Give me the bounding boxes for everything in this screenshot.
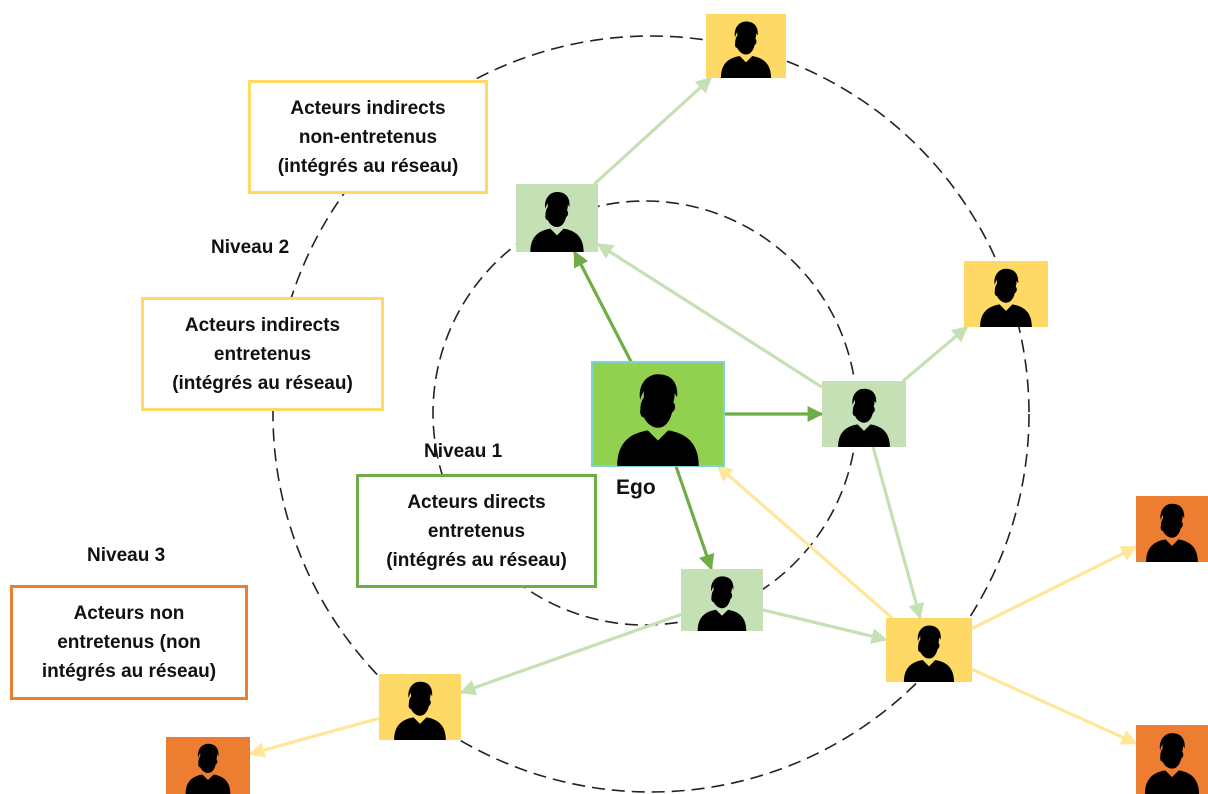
box-line: Acteurs non (73, 603, 185, 624)
node-o1 (166, 737, 250, 794)
node-y1 (706, 14, 786, 78)
edge-y3-to-o2 (971, 545, 1138, 631)
nodes-group (166, 14, 1208, 794)
level-3-label: Niveau 3 (87, 545, 166, 566)
node-ego (591, 361, 725, 467)
node-g1 (516, 184, 598, 252)
node-o3 (1136, 725, 1208, 794)
direct-maintained-box: Acteurs directs entretenus (intégrés au … (356, 474, 597, 588)
edge-g2-to-g1 (596, 242, 823, 389)
edge-ego-to-g1 (573, 250, 633, 363)
box-line: non-entretenus (298, 126, 438, 148)
level-2-ring (272, 35, 1030, 793)
edge-y3-to-o3 (971, 667, 1138, 745)
edge-g3-to-y4 (459, 613, 682, 696)
box-line: (intégrés au réseau) (386, 549, 567, 571)
edge-g2-to-y2 (902, 325, 969, 383)
edges-group (248, 76, 1138, 758)
node-y4 (379, 674, 461, 740)
box-line: Acteurs indirects (290, 97, 446, 119)
node-y3 (886, 618, 972, 682)
non-maintained-box: Acteurs non entretenus (non intégrés au … (10, 585, 248, 700)
edge-y4-to-o1 (248, 716, 380, 758)
box-line: intégrés au réseau) (41, 661, 217, 682)
edge-ego-to-g3 (674, 465, 715, 571)
ego-label: Ego (616, 476, 656, 499)
node-o2 (1136, 496, 1208, 562)
box-line: (intégrés au réseau) (172, 372, 353, 394)
node-y2 (964, 261, 1048, 327)
level-2-label: Niveau 2 (211, 237, 290, 258)
edge-g1-to-y1 (593, 76, 713, 186)
box-line: (intégrés au réseau) (277, 155, 459, 177)
edge-g3-to-y3 (762, 608, 888, 645)
box-line: Acteurs indirects (184, 314, 341, 336)
box-line: entretenus (213, 343, 312, 365)
level-1-label: Niveau 1 (424, 441, 503, 462)
box-line: Acteurs directs (407, 491, 546, 513)
node-g2 (822, 381, 906, 447)
edge-y3-to-ego (716, 464, 894, 620)
box-line: entretenus (non (57, 632, 201, 653)
box-line: entretenus (427, 520, 526, 542)
node-g3 (681, 569, 763, 631)
indirect-non-maintained-box: Acteurs indirects non-entretenus (intégr… (248, 80, 488, 194)
indirect-maintained-box: Acteurs indirects entretenus (intégrés a… (141, 297, 384, 411)
edge-g2-to-y3 (871, 446, 925, 620)
